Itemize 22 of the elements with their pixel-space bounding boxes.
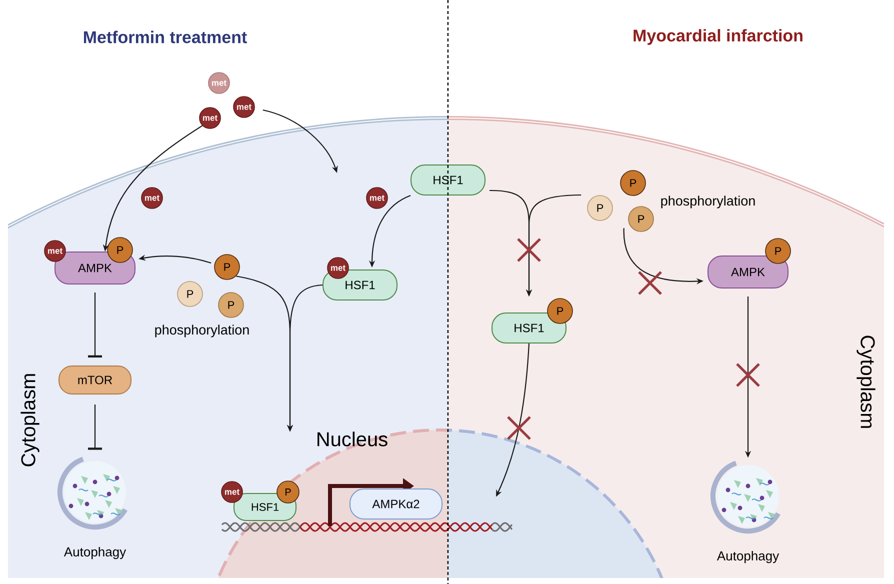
node-label: Autophagy <box>64 546 126 560</box>
metformin-molecule: met <box>221 481 243 503</box>
node-label: Autophagy <box>716 550 780 564</box>
metformin-molecule: met <box>327 257 349 279</box>
panel-title: Myocardial infarction <box>634 29 802 45</box>
region-label: Cytoplasm <box>856 336 876 428</box>
metformin-molecule: met <box>44 240 66 262</box>
protein-box: HSF1 <box>410 164 486 196</box>
metformin-molecule: met <box>141 187 163 209</box>
metformin-molecule: met <box>208 72 230 94</box>
arrow <box>88 404 102 450</box>
panel-title: Metformin treatment <box>84 30 247 44</box>
arrow <box>88 292 102 358</box>
metformin-molecule: met <box>233 96 255 118</box>
metformin-molecule: met <box>366 187 388 209</box>
metformin-molecule: met <box>199 107 221 129</box>
protein-box: AMPK <box>708 256 788 288</box>
process-label: phosphorylation <box>661 196 755 208</box>
gene-box: AMPKα2 <box>350 488 442 520</box>
region-label: Cytoplasm <box>20 374 40 466</box>
process-label: phosphorylation <box>155 324 249 338</box>
protein-box: mTOR <box>58 366 132 394</box>
